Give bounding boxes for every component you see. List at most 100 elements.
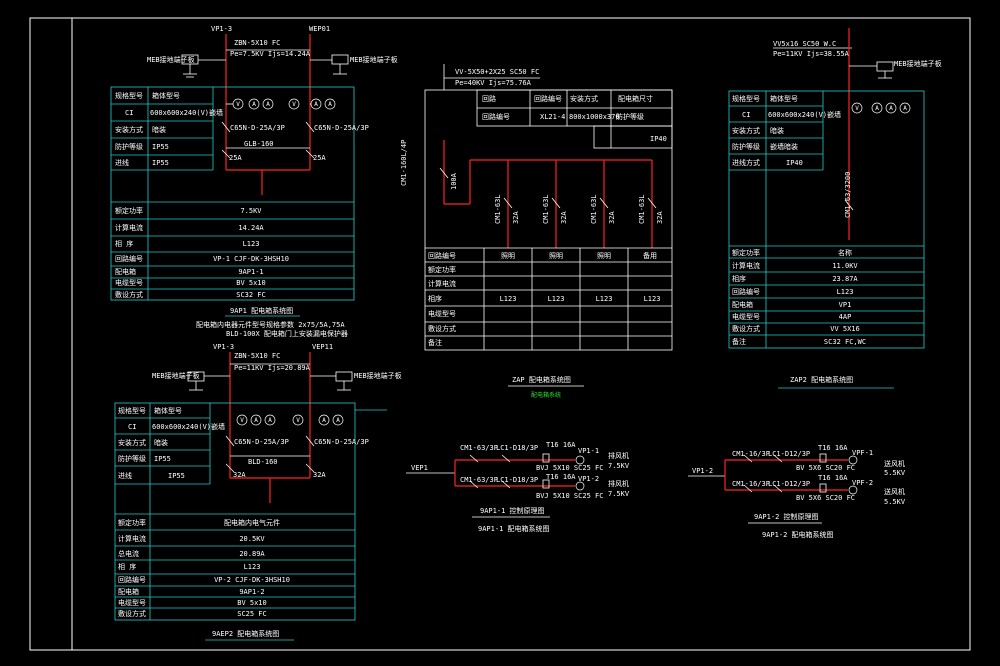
ap3-param-6-val: VV 5X16 [830,325,860,333]
zap-header-1: 回路编号 [534,94,562,103]
ap2-info-2-key: 安装方式 [118,438,146,447]
zap-caption: ZAP 配电箱系统图 [512,375,571,384]
ap1-param-5-key: 电缆型号 [115,278,143,287]
ap3-meb: MEB接地端子板 [894,59,942,68]
sub2-bot-out: VPF-2 [852,479,873,487]
ap1-fuse-right: 25A [313,154,326,162]
sub1-bot-tag: 排风机 [608,479,629,488]
ap1-meter-0: V [236,101,240,108]
ap1-meter-3: V [292,101,296,108]
ap1-info-3-val: IP55 [152,143,169,151]
zap-ip: IP40 [650,135,667,143]
ap1-ip: IP55 [152,159,169,167]
ap2-info-1-key: CI [128,423,136,431]
zap-row-0-key: 回路编号 [428,251,456,260]
zap-row2-3: 防护等级 [616,112,644,121]
ap1-meter-4: A [314,101,318,108]
ap3-caption: ZAP2 配电箱系统图 [790,375,853,384]
ap2-info-0-key: 规格型号 [118,406,146,415]
ap1-feeder-left: VP1-3 [211,25,232,33]
ap1-meters: V A A V A A [232,98,336,110]
ap3-info-1-val: 600x600x240(V)嵌墙 [768,110,841,119]
sub1-feeder: VEP1 [411,464,428,472]
zap-row-3-key: 相序 [428,294,442,303]
zap-branches: CM1-63L CM1-63L CM1-63L CM1-63L 32A 32A … [494,160,664,248]
sub2-top-cable: BV 5X6 SC20 FC [796,464,855,472]
sub2-top-tag: 送风机 [884,459,905,468]
zap-main-amp: 100A [450,172,458,190]
zap-branch-3: CM1-63L [638,194,646,224]
zap-row2-1: XL21-4 [540,113,565,121]
sub1-top-out: VP1-1 [578,447,599,455]
sub2-bot-fuse: T16 16A [818,474,848,482]
zap-header-0: 回路 [482,94,496,103]
ap2-caption: 9AEP2 配电箱系统图 [212,629,279,638]
ap1-param-6-key: 敷设方式 [115,290,143,299]
sub1-bot-cb: CM1-63/3P [460,476,498,484]
sub2-top-out: VPF-1 [852,449,873,457]
ap2-param-0-val: 配电箱内电气元件 [224,518,280,527]
ap2-params-table: 额定功率 配电箱内电气元件 计算电流 20.5KV 总电流 20.89A 相 序… [115,518,355,618]
ap3-param-4-val: VP1 [839,301,852,309]
ap1-info-3-key: 防护等级 [115,142,143,151]
ap3-info-3-val: 嵌墙暗装 [770,142,798,151]
zap-row-2-key: 计算电流 [428,279,456,288]
ap3-param-1-val: 11.0KV [832,262,858,270]
ap3-diagram: VV5x16 SC50 W.C Pe=11KV Ijs=38.55A MEB接地… [728,28,942,389]
ap3-info-2-val: 暗装 [770,126,784,135]
sub1-top-cable: BVJ 5X10 SC25 FC [536,464,603,472]
zap-header-3: 配电箱尺寸 [618,94,653,103]
zap-branch-0: CM1-63L [494,194,502,224]
ap2-param-5-key: 配电箱 [118,587,139,596]
ap2-param-7-val: SC25 FC [237,610,267,618]
ap3-meter-1: A [875,105,879,112]
sub2-feeder: VP1-2 [692,467,713,475]
ap2-fuse-right: 32A [313,471,326,479]
ap1-load: Pe=7.5KV Ijs=14.24A [230,50,311,58]
zap-table: 回路编号 额定功率 照明 照明 照明 备用 计算电流 相序 L123 L123 … [425,247,672,350]
ap1-meb-left: MEB接地端子板 [147,55,195,64]
ap2-param-3-key: 相 序 [118,562,136,571]
zap-cable: VV-5X50+2X25 SC50 FC [455,68,539,76]
ap1-param-3-key: 回路编号 [115,254,143,263]
ap3-param-3-key: 回路编号 [732,287,760,296]
zap-row2-0: 回路编号 [482,112,510,121]
ap2-feeder-right: VEP11 [312,343,333,351]
ap2-feeder-left: VP1-3 [213,343,234,351]
ap1-param-6-val: SC32 FC [236,291,266,299]
ap2-param-1-val: 20.5KV [239,535,265,543]
ap1-param-1-key: 计算电流 [115,223,143,232]
zap-row-3-c1: L123 [500,295,517,303]
sub1-bot-cable: BVJ 5X10 SC25 FC [536,492,603,500]
ap2-breaker-right: C65N-D-25A/3P [314,438,369,446]
zap-row-3-c2: L123 [548,295,565,303]
sub1-top-kw: 7.5KV [608,462,630,470]
ap2-meter-0: V [240,417,244,424]
ap1-feeder-right: WEP01 [309,25,330,33]
zap-row-3-c3: L123 [596,295,613,303]
ap2-meb-left: MEB接地端子板 [152,371,200,380]
sub2-diagram: VP1-2 CM1-16/3P LC1-D12/3P T16 16A CM1-1… [688,444,906,539]
zap-branch-amp-0: 32A [512,211,520,224]
ap2-switch: BLD-160 [248,458,278,466]
ap2-load: Pe=11KV Ijs=20.89A [234,364,311,372]
ap3-param-2-key: 相序 [732,274,746,283]
ap3-param-5-val: 4AP [839,313,852,321]
zap-row-3-c4: L123 [644,295,661,303]
ap2-breaker-left: C65N-D-25A/3P [234,438,289,446]
ap3-cable: VV5x16 SC50 W.C [773,40,836,48]
ap1-info-4-key: 进线 [115,158,129,167]
ap3-ip: IP40 [786,159,803,167]
ap2-info-2-val: 暗装 [154,438,168,447]
zap-branch-1: CM1-63L [542,194,550,224]
zap-note: 配电箱系统 [531,391,561,399]
sub2-top-ct: LC1-D12/3P [768,450,810,458]
ap1-info-1-val: 600x600x240(V)嵌墙 [150,108,223,117]
sub2-top-kw: 5.5KV [884,469,906,477]
ap2-meter-3: V [296,417,300,424]
ap1-param-2-key: 相 序 [115,239,133,248]
ap1-params-table: 额定功率 7.5KV 计算电流 14.24A 相 序 L123 回路编号 VP-… [111,206,354,299]
sub1-top-tag: 排风机 [608,451,629,460]
zap-main-switch: CM1-160L/4P [400,140,408,186]
